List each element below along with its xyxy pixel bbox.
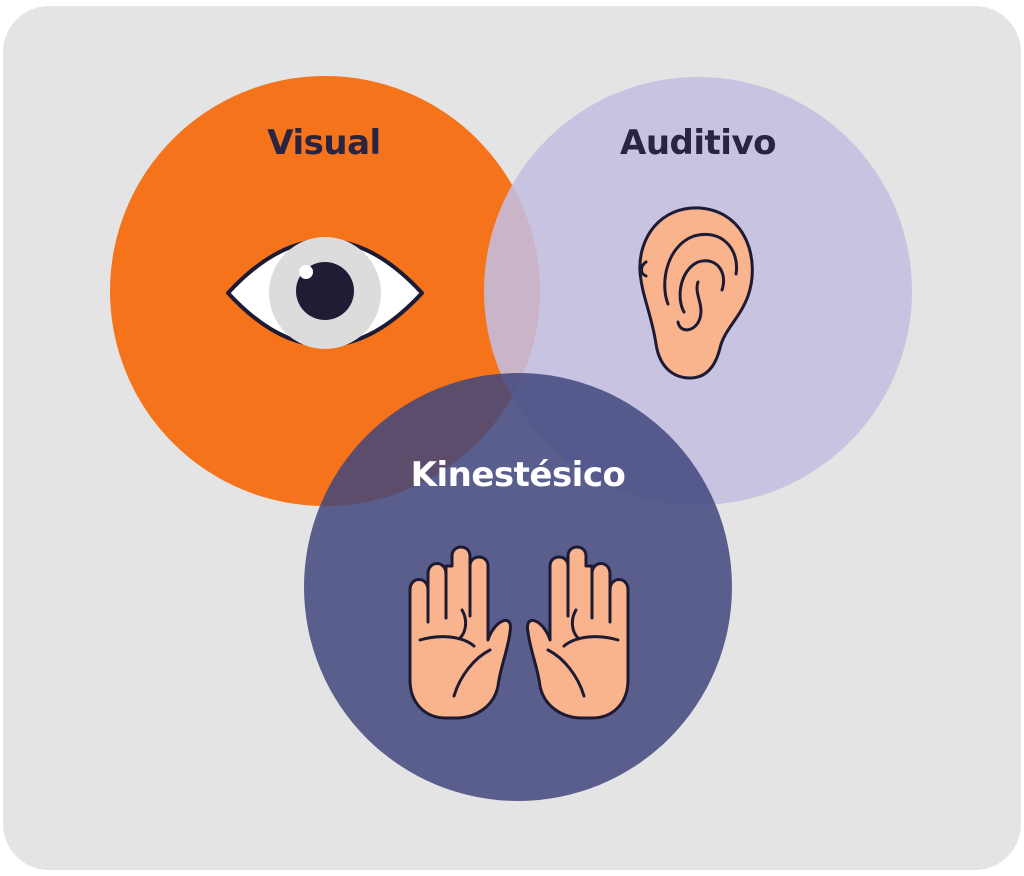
label-kinestesico: Kinestésico xyxy=(410,455,626,495)
hands-icon xyxy=(408,545,630,720)
right-hand xyxy=(526,545,630,720)
label-visual: Visual xyxy=(267,123,381,163)
ear-icon xyxy=(638,206,754,380)
label-auditivo: Auditivo xyxy=(620,123,776,163)
left-hand xyxy=(408,545,512,720)
circle-kinestesico xyxy=(304,373,732,801)
eye-icon xyxy=(226,237,424,349)
